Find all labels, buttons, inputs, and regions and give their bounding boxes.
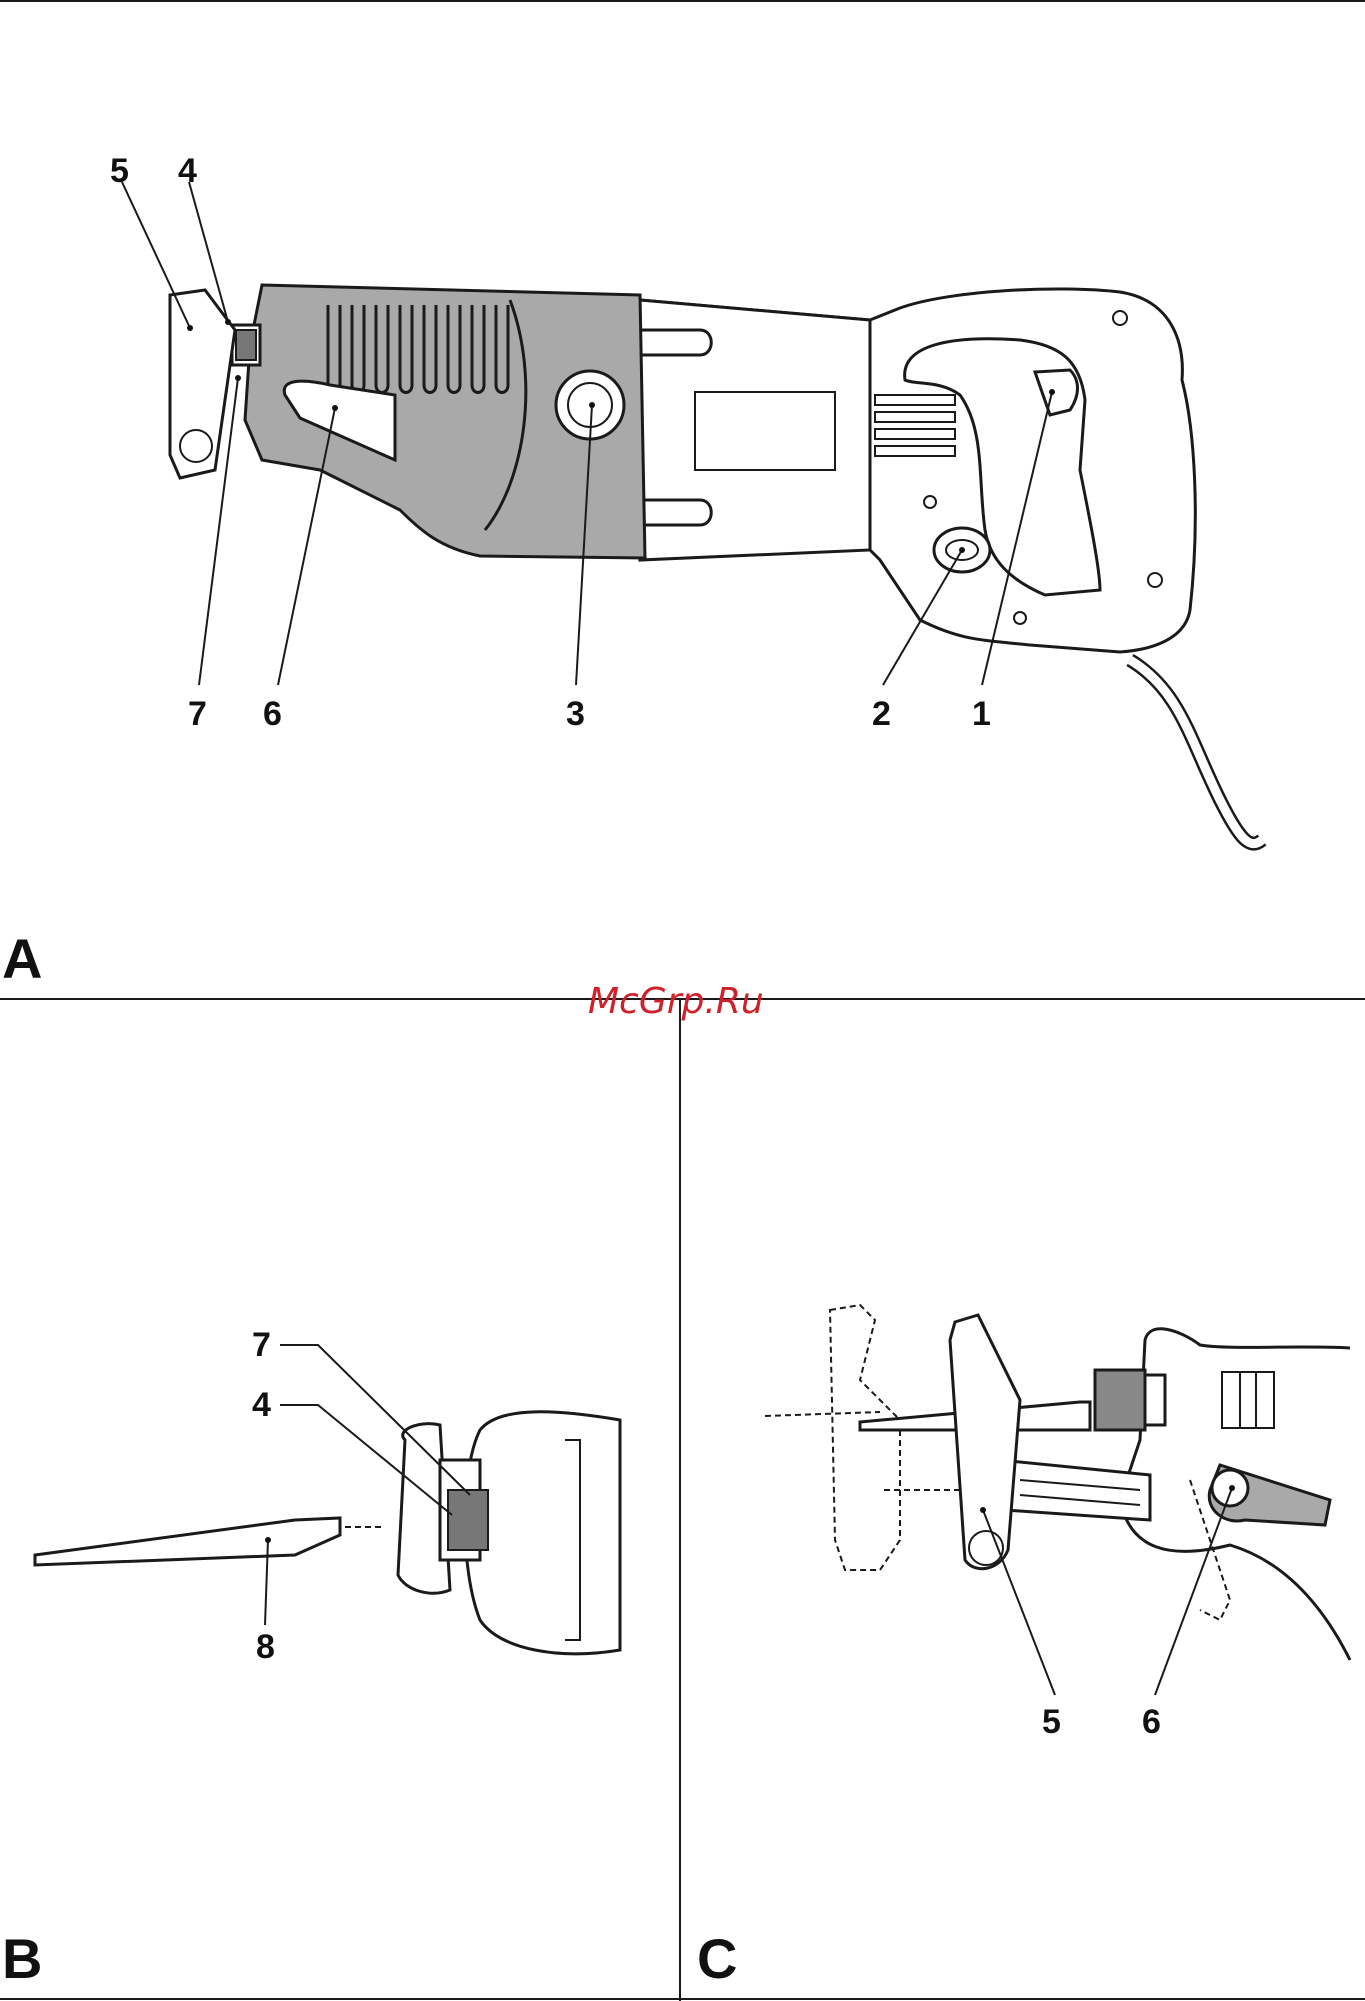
callout-a-3: 3 <box>566 695 585 733</box>
callout-a-6: 6 <box>263 695 282 733</box>
callout-c-5: 5 <box>1042 1703 1061 1741</box>
panel-letter-a: A <box>2 927 42 990</box>
panel-letter-c: C <box>697 1927 737 1990</box>
callout-a-4: 4 <box>178 152 197 190</box>
callout-a-2: 2 <box>872 695 891 733</box>
callout-a-1: 1 <box>972 695 991 733</box>
callout-c-6: 6 <box>1142 1703 1161 1741</box>
watermark-text: McGrp.Ru <box>588 981 764 1022</box>
panel-b-blade-illustration <box>35 1412 620 1654</box>
panel-a-saw-illustration <box>170 285 1262 844</box>
callout-b-8: 8 <box>256 1628 275 1666</box>
panel-letter-b: B <box>2 1927 42 1990</box>
callout-b-7: 7 <box>252 1326 271 1364</box>
panel-c-shoe-illustration <box>765 1305 1350 1660</box>
callout-a-5: 5 <box>110 152 129 190</box>
callout-b-4: 4 <box>252 1386 271 1424</box>
callout-a-7: 7 <box>188 695 207 733</box>
